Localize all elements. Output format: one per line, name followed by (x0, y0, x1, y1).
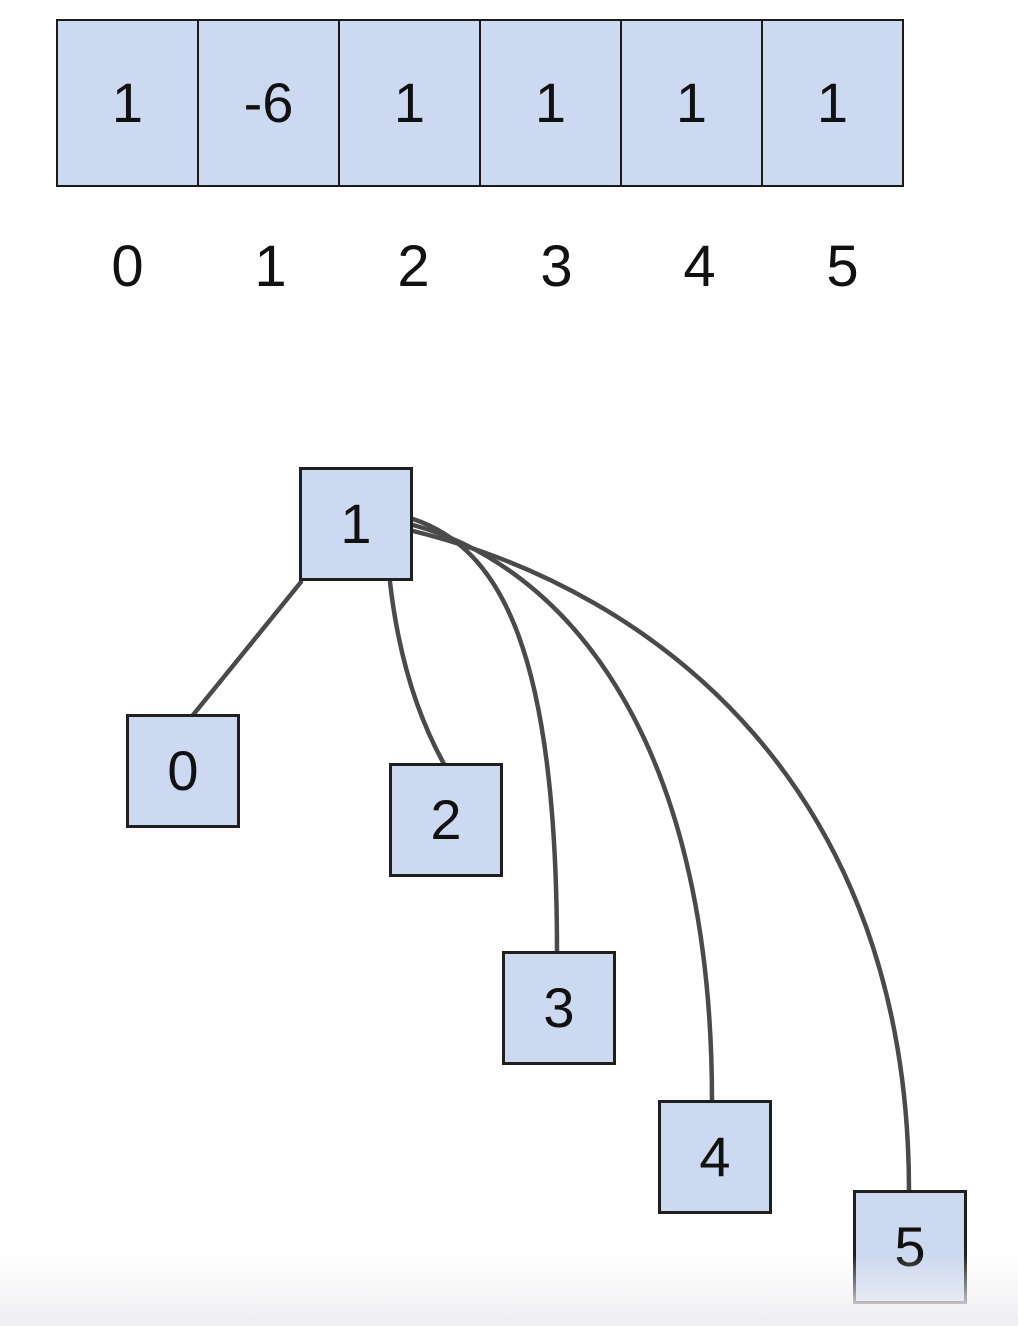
array-index-label-0: 0 (111, 234, 144, 299)
edge-1-3 (410, 516, 560, 955)
array-cell-5: 1 (761, 19, 904, 187)
array-index-label-3: 3 (540, 234, 573, 299)
array-cell-1: -6 (197, 19, 340, 187)
tree-node-0: 0 (126, 714, 240, 828)
edge-1-2 (387, 579, 447, 767)
tree-node-5: 5 (853, 1190, 967, 1304)
edge-1-0 (190, 579, 304, 718)
array-index-row: 0 1 2 3 4 5 (56, 238, 914, 296)
array-row: 1 -6 1 1 1 1 (56, 19, 904, 187)
edge-1-5 (410, 528, 912, 1194)
array-cell-3: 1 (479, 19, 622, 187)
tree-node-3: 3 (502, 951, 616, 1065)
array-cell-0: 1 (56, 19, 199, 187)
tree-node-4: 4 (658, 1100, 772, 1214)
tree-node-root-1: 1 (299, 467, 413, 581)
tree-node-2: 2 (389, 763, 503, 877)
array-index-label-4: 4 (683, 234, 716, 299)
array-index-label-1: 1 (254, 234, 287, 299)
array-index-label-5: 5 (826, 234, 859, 299)
array-index-label-2: 2 (397, 234, 430, 299)
array-cell-4: 1 (620, 19, 763, 187)
